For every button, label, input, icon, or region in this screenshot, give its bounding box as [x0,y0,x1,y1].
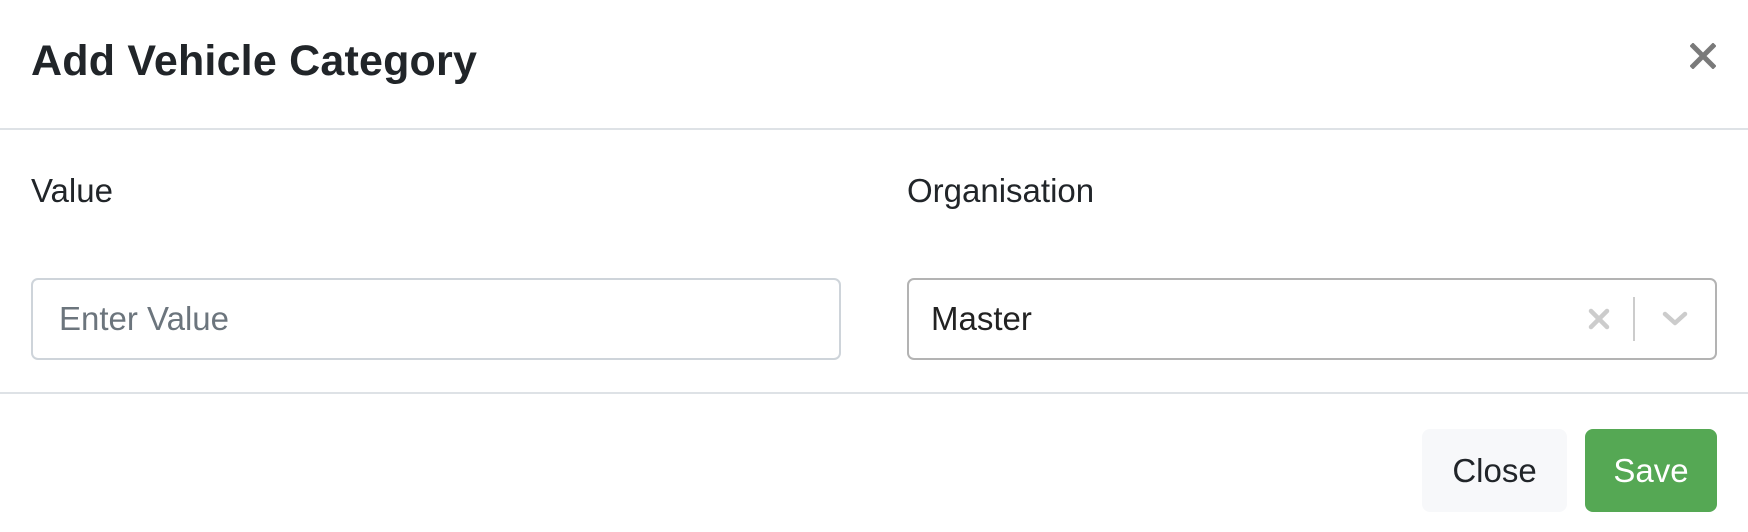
save-button[interactable]: Save [1585,429,1717,512]
close-icon [1690,43,1716,69]
value-field-group: Value [31,171,841,360]
organisation-dropdown-toggle[interactable] [1635,280,1715,358]
select-indicators [1579,280,1715,358]
modal-title: Add Vehicle Category [31,37,478,85]
organisation-clear-button[interactable] [1579,280,1619,358]
modal-close-button[interactable] [1686,36,1720,76]
modal-body: Value Organisation Master [0,131,1748,393]
modal-header: Add Vehicle Category [0,0,1748,130]
modal-footer: Close Save [0,392,1748,532]
organisation-select[interactable]: Master [907,278,1717,360]
organisation-field-group: Organisation Master [907,171,1717,360]
organisation-label: Organisation [907,172,1095,209]
close-button[interactable]: Close [1422,429,1567,512]
value-label: Value [31,172,113,209]
clear-icon [1588,308,1610,330]
value-input[interactable] [31,278,841,360]
organisation-selected-value: Master [931,300,1032,337]
indicator-separator [1633,297,1635,341]
chevron-down-icon [1662,311,1688,326]
